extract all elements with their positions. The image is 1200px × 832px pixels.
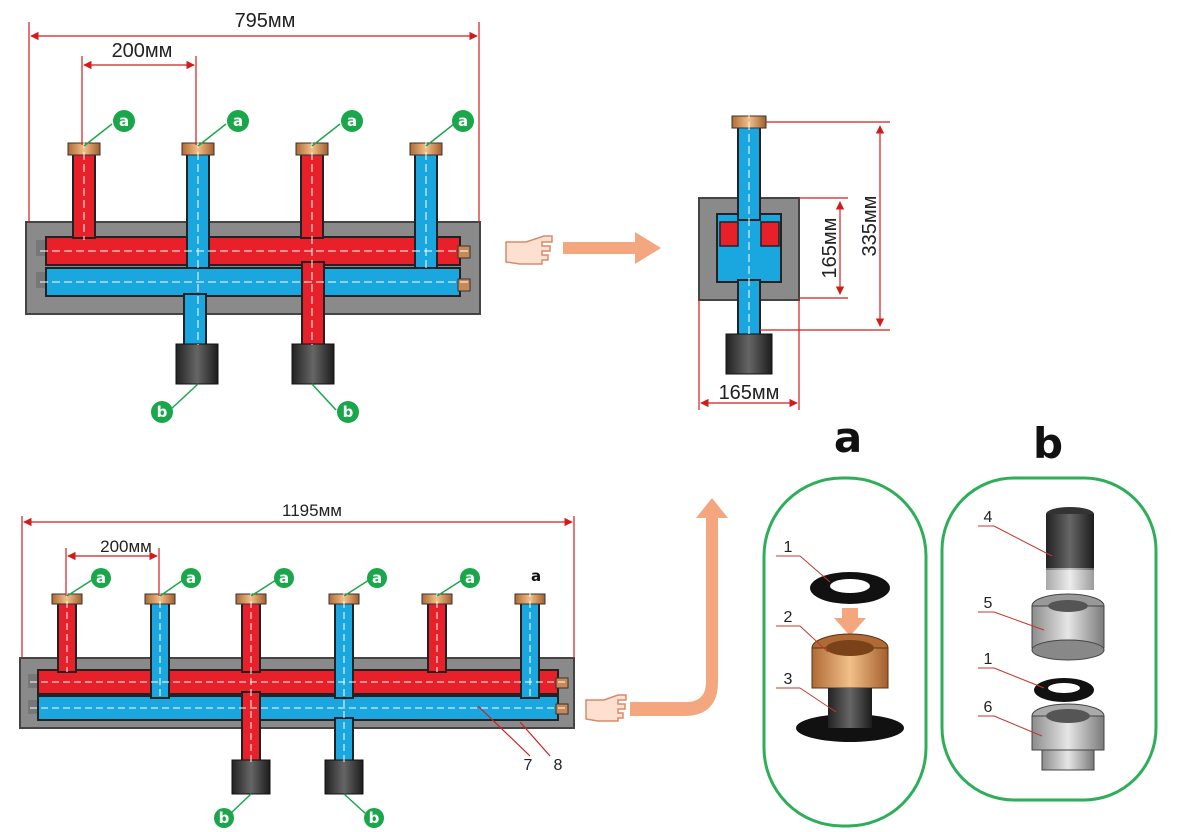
top-threaded-union bbox=[291, 343, 335, 385]
detail-a-panel: a 1 2 3 bbox=[762, 413, 928, 828]
detail-b-callout-6: 6 bbox=[984, 699, 993, 716]
side-dim-width: 165мм bbox=[719, 382, 780, 404]
bottom-manifold: 1195мм 200мм 7 8 a a a a a a b bbox=[19, 501, 575, 828]
top-outlet-hot bbox=[301, 261, 325, 349]
pointer-hand-icon bbox=[505, 235, 553, 265]
side-hot-left bbox=[719, 221, 739, 247]
top-side-fitting bbox=[457, 245, 471, 259]
bottom-side-fitting bbox=[555, 677, 569, 689]
arrow-down-icon bbox=[834, 608, 866, 636]
badge-a: a bbox=[347, 112, 357, 130]
bottom-threaded-union bbox=[231, 759, 271, 795]
top-cold-header bbox=[45, 267, 461, 297]
side-view: 335мм 165мм 165мм bbox=[698, 110, 890, 410]
top-badges-b: b b bbox=[151, 383, 359, 423]
detail-b-callout-5: 5 bbox=[984, 595, 993, 612]
badge-b: b bbox=[219, 809, 230, 827]
detail-b-frame bbox=[940, 476, 1158, 802]
detail-a-callout-3: 3 bbox=[784, 671, 793, 688]
top-outlet-cold bbox=[183, 293, 207, 349]
badge-b: b bbox=[157, 403, 168, 421]
pipe-icon bbox=[1046, 514, 1094, 570]
top-threaded-union bbox=[175, 343, 219, 385]
arrow-right-icon bbox=[563, 232, 661, 264]
detail-b-title: b bbox=[1033, 419, 1063, 468]
detail-b-callout-4: 4 bbox=[984, 509, 993, 526]
badge-b: b bbox=[343, 403, 354, 421]
badge-a: a bbox=[372, 569, 382, 587]
detail-a-callout-1: 1 bbox=[784, 539, 793, 556]
side-hot-right bbox=[760, 221, 780, 247]
detail-b-callout-1: 1 bbox=[984, 651, 993, 668]
badge-a: a bbox=[465, 569, 475, 587]
badge-a: a bbox=[119, 112, 129, 130]
top-badges-a: a a a a bbox=[83, 110, 474, 147]
detail-a-title: a bbox=[834, 413, 862, 462]
bottom-side-fitting bbox=[555, 703, 569, 715]
badge-a: a bbox=[458, 112, 468, 130]
pointer-hand-icon bbox=[585, 694, 627, 722]
plain-label-a: a bbox=[531, 567, 541, 585]
badge-a: a bbox=[279, 569, 289, 587]
badge-a: a bbox=[96, 569, 106, 587]
top-manifold: 795мм 200мм a a a a b b bbox=[25, 10, 481, 423]
side-dim-height-body: 165мм bbox=[819, 218, 841, 279]
bottom-dim-total: 1195мм bbox=[282, 501, 342, 520]
detail-a-callout-2: 2 bbox=[784, 609, 793, 626]
top-dim-spacing: 200мм bbox=[112, 40, 173, 62]
badge-a: a bbox=[233, 112, 243, 130]
side-dim-height-total: 335мм bbox=[859, 196, 881, 257]
top-hot-header bbox=[45, 236, 461, 266]
bottom-threaded-union bbox=[324, 759, 364, 795]
badge-b: b bbox=[369, 809, 380, 827]
callout-8: 8 bbox=[554, 757, 563, 774]
bottom-dim-spacing: 200мм bbox=[100, 537, 152, 556]
side-threaded-union bbox=[725, 333, 773, 375]
callout-7: 7 bbox=[524, 757, 533, 774]
badge-a: a bbox=[186, 569, 196, 587]
detail-a-frame bbox=[762, 476, 928, 828]
bottom-badges-a: a a a a a bbox=[66, 568, 480, 597]
top-side-fitting bbox=[457, 278, 471, 292]
bottom-badges-b: b b bbox=[214, 793, 384, 828]
arrow-up-icon bbox=[630, 498, 728, 716]
detail-b-panel: b 4 5 1 6 bbox=[940, 419, 1158, 802]
top-dim-total: 795мм bbox=[235, 10, 296, 32]
